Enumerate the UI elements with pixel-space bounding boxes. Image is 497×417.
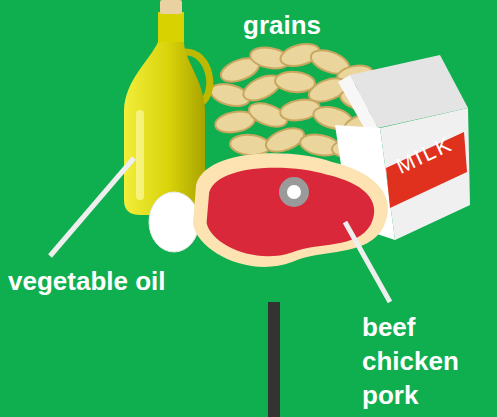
- category-label: grains: [243, 10, 321, 41]
- category-label: beef chicken pork: [362, 310, 494, 412]
- stand-bar: [268, 302, 280, 417]
- carton-text: MILK: [392, 131, 457, 180]
- category-label: vegetable oil: [8, 266, 166, 297]
- egg: [149, 192, 199, 252]
